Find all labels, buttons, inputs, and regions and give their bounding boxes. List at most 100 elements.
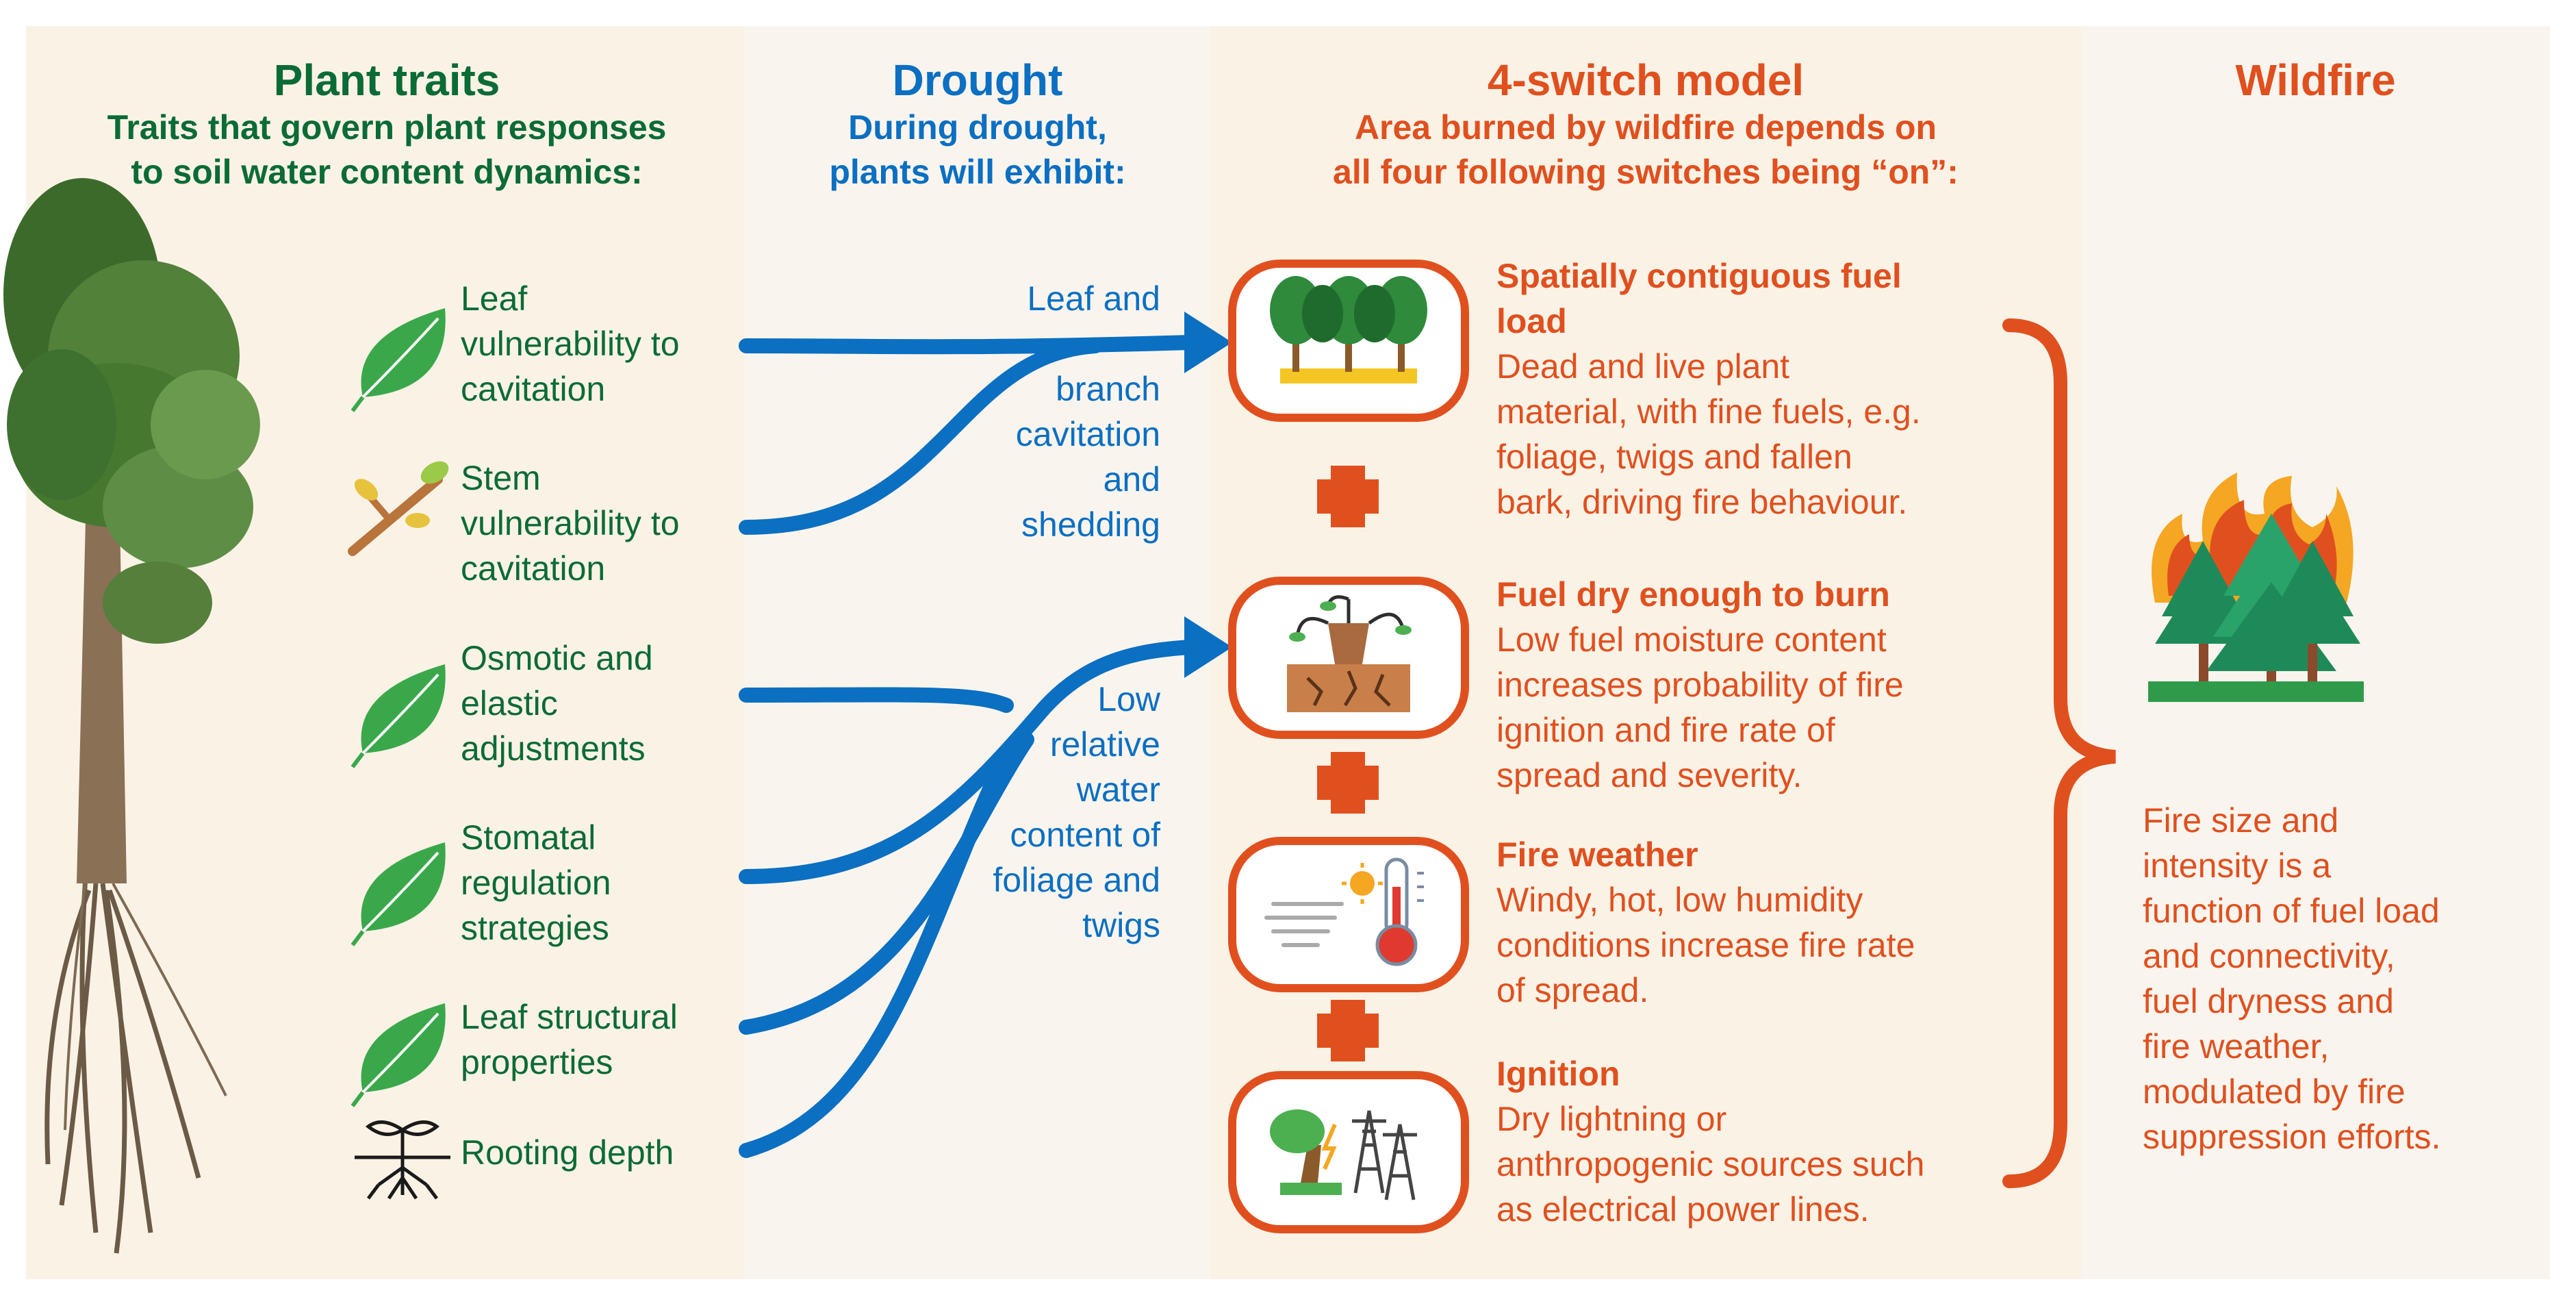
trait-line: vulnerability to bbox=[461, 325, 680, 363]
wildfire-title: Wildfire bbox=[2235, 55, 2396, 105]
drought-line: water bbox=[1076, 770, 1160, 809]
drought-line: and bbox=[1103, 460, 1160, 499]
leaf-icon bbox=[350, 1003, 446, 1107]
summary-line: modulated by fire bbox=[2143, 1072, 2406, 1111]
switch-desc: Dead and live plant bbox=[1496, 347, 1790, 386]
switch-desc: increases probability of fire bbox=[1496, 666, 1904, 704]
switch-desc: bark, driving fire behaviour. bbox=[1496, 483, 1908, 521]
tree-illustration bbox=[3, 178, 260, 1254]
drought-line bbox=[958, 321, 1160, 366]
drought-line: Leaf and bbox=[1027, 279, 1160, 318]
drought-line: relative bbox=[1049, 725, 1160, 764]
model-subtitle-line-1: Area burned by wildfire depends on bbox=[1354, 108, 1937, 147]
drought-line: twigs bbox=[1082, 906, 1160, 944]
plant-traits-header: Plant traits Traits that govern plant re… bbox=[41, 55, 732, 194]
switch-title: Fire weather bbox=[1496, 835, 1698, 874]
switch-ignition: Ignition Dry lightning or anthropogenic … bbox=[1496, 1051, 2017, 1232]
trait-stomatal-regulation: Stomatal regulation strategies bbox=[461, 815, 611, 951]
curly-brace bbox=[2002, 318, 2116, 1188]
switch-fire-weather: Fire weather Windy, hot, low humidity co… bbox=[1496, 832, 2017, 1013]
drought-effect-cavitation: Leaf and branch cavitation and shedding bbox=[958, 276, 1160, 547]
switch-desc: as electrical power lines. bbox=[1496, 1190, 1870, 1229]
drought-header: Drought During drought, plants will exhi… bbox=[752, 55, 1203, 194]
plus-sign bbox=[1317, 752, 1379, 814]
trait-line: regulation bbox=[461, 864, 611, 902]
trait-line: Osmotic and bbox=[461, 639, 653, 677]
leaf-icon bbox=[350, 308, 446, 412]
trait-line: Leaf bbox=[461, 279, 528, 318]
seedling-root-icon bbox=[355, 1120, 450, 1200]
switch-desc: spread and severity. bbox=[1496, 756, 1802, 794]
drought-subtitle-line-1: During drought, bbox=[848, 108, 1107, 147]
summary-line: function of fuel load bbox=[2143, 892, 2440, 930]
switch-title: Fuel dry enough to burn bbox=[1496, 575, 1890, 614]
switch-desc: anthropogenic sources such bbox=[1496, 1145, 1925, 1183]
trait-line: Stomatal bbox=[461, 818, 596, 857]
twig-icon bbox=[348, 461, 449, 556]
switch-desc: Dry lightning or bbox=[1496, 1100, 1727, 1138]
flow-rooting-depth bbox=[739, 746, 1014, 1158]
switch-desc: material, with fine fuels, e.g. bbox=[1496, 392, 1921, 431]
switch-desc: foliage, twigs and fallen bbox=[1496, 438, 1852, 476]
switch-desc: conditions increase fire rate bbox=[1496, 926, 1915, 964]
ignition-icon-frame bbox=[1228, 1071, 1469, 1233]
trait-line: vulnerability to bbox=[461, 504, 680, 542]
trait-line: cavitation bbox=[461, 549, 606, 588]
trait-leaf-structural: Leaf structural properties bbox=[461, 994, 678, 1085]
drought-line: Low bbox=[1097, 680, 1160, 718]
trait-line: Stem bbox=[461, 459, 541, 497]
trait-line: Leaf structural bbox=[461, 998, 678, 1036]
summary-line: and connectivity, bbox=[2143, 937, 2395, 975]
model-subtitle-line-2: all four following switches being “on”: bbox=[1333, 153, 1959, 191]
wildfire-header: Wildfire bbox=[2088, 55, 2543, 105]
leaf-icon bbox=[350, 842, 446, 946]
model-title: 4-switch model bbox=[1487, 55, 1805, 105]
drought-subtitle-line-2: plants will exhibit: bbox=[829, 153, 1126, 191]
trait-osmotic-elastic: Osmotic and elastic adjustments bbox=[461, 636, 653, 771]
flow-osmotic bbox=[739, 687, 1014, 713]
plant-traits-subtitle-line-1: Traits that govern plant responses bbox=[107, 108, 667, 147]
wildfire-summary: Fire size and intensity is a function of… bbox=[2143, 798, 2526, 1159]
thermometer-wind-icon bbox=[1264, 857, 1424, 966]
trait-line: strategies bbox=[461, 909, 609, 947]
drought-flow-arrows bbox=[739, 335, 1199, 1158]
drought-line: branch bbox=[1056, 370, 1160, 408]
summary-line: intensity is a bbox=[2143, 846, 2332, 885]
arrowhead-to-fuel-dryness bbox=[1184, 616, 1232, 678]
drought-line: content of bbox=[1010, 816, 1160, 854]
summary-line: suppression efforts. bbox=[2143, 1118, 2441, 1156]
summary-line: Fire size and bbox=[2143, 801, 2339, 840]
dry-soil-icon bbox=[1287, 595, 1412, 712]
plus-sign bbox=[1317, 1000, 1379, 1061]
plant-traits-title: Plant traits bbox=[273, 55, 500, 105]
switch-title: Spatially contiguous fuel bbox=[1496, 257, 1902, 295]
drought-line: foliage and bbox=[993, 861, 1160, 899]
switch-fuel-dryness: Fuel dry enough to burn Low fuel moistur… bbox=[1496, 572, 2017, 798]
lightning-powerline-icon bbox=[1270, 1109, 1417, 1200]
switch-fuel-load: Spatially contiguous fuel load Dead and … bbox=[1496, 253, 2017, 525]
drought-title: Drought bbox=[892, 55, 1063, 105]
switch-desc: Windy, hot, low humidity bbox=[1496, 881, 1863, 919]
drought-effect-water-content: Low relative water content of foliage an… bbox=[958, 677, 1160, 948]
plant-traits-subtitle-line-2: to soil water content dynamics: bbox=[131, 153, 643, 191]
flow-stem-vulnerability bbox=[739, 338, 1103, 535]
switch-desc: of spread. bbox=[1496, 971, 1649, 1009]
switch-title: load bbox=[1496, 302, 1567, 340]
model-header: 4-switch model Area burned by wildfire d… bbox=[1217, 55, 2074, 194]
trait-line: Rooting depth bbox=[461, 1133, 674, 1172]
arrowhead-to-fuel-load bbox=[1184, 312, 1232, 373]
trait-line: adjustments bbox=[461, 729, 646, 768]
plus-sign bbox=[1317, 466, 1379, 527]
flow-stomatal bbox=[739, 640, 1199, 884]
fire-weather-icon-frame bbox=[1228, 837, 1469, 992]
summary-line: fuel dryness and bbox=[2143, 982, 2394, 1020]
wildfire-forest-icon bbox=[2148, 473, 2364, 702]
drought-line: cavitation bbox=[1015, 415, 1160, 453]
drought-line: shedding bbox=[1021, 505, 1160, 544]
trait-line: properties bbox=[461, 1043, 613, 1081]
trait-leaf-vulnerability: Leaf vulnerability to cavitation bbox=[461, 276, 680, 412]
leaf-icon bbox=[350, 664, 446, 768]
trait-line: elastic bbox=[461, 684, 558, 722]
switch-desc: Low fuel moisture content bbox=[1496, 620, 1887, 659]
